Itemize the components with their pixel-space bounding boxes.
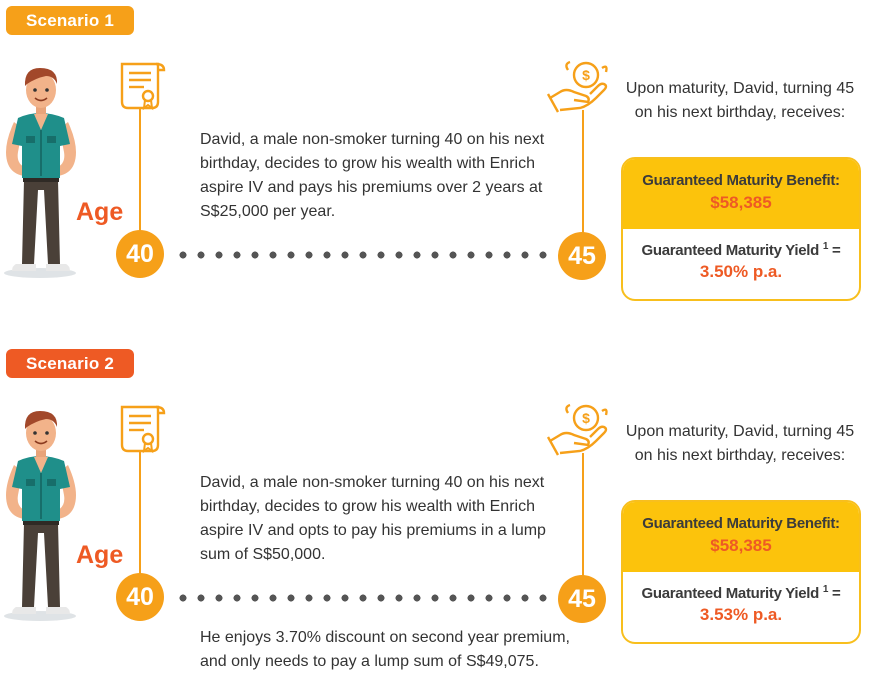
timeline-end-line <box>582 110 584 238</box>
benefit-value: $58,385 <box>710 536 772 555</box>
yield-value: 3.50% p.a. <box>699 262 783 281</box>
yield-label: Guaranteed Maturity Yield <box>641 242 820 259</box>
scenario-badge: Scenario 1 <box>6 6 134 35</box>
timeline-end-line <box>582 453 584 581</box>
policy-document-icon <box>116 401 170 457</box>
person-illustration <box>0 60 90 280</box>
yield-equals: = <box>832 585 841 602</box>
yield-label: Guaranteed Maturity Yield <box>641 585 820 602</box>
scenario-1: Scenario 1 Age 40 45 David, a male non-s… <box>0 6 861 301</box>
maturity-intro: Upon maturity, David, turning 45 on his … <box>625 80 855 121</box>
benefit-label: Guaranteed Maturity Benefit: <box>642 172 840 189</box>
timeline-start-line <box>139 108 141 238</box>
yield-footnote: 1 <box>822 241 829 252</box>
age-label: Age <box>76 198 124 226</box>
scenario-description: David, a male non-smoker turning 40 on h… <box>200 474 546 563</box>
scenario-2: Scenario 2 Age 40 45 David, a male non-s… <box>0 343 869 692</box>
benefit-label: Guaranteed Maturity Benefit: <box>642 515 840 532</box>
yield-footnote: 1 <box>822 584 829 595</box>
scenario-badge: Scenario 2 <box>6 349 134 378</box>
money-hand-icon <box>546 401 612 459</box>
person-illustration <box>0 403 90 623</box>
money-hand-icon <box>546 58 612 116</box>
maturity-result-box: Guaranteed Maturity Benefit: $58,385 Gua… <box>621 500 861 644</box>
age-label: Age <box>76 541 124 569</box>
end-age-circle: 45 <box>558 575 606 623</box>
benefit-panel: Guaranteed Maturity Benefit: $58,385 <box>623 159 859 229</box>
end-age-circle: 45 <box>558 232 606 280</box>
timeline-dots <box>174 251 552 259</box>
maturity-result-box: Guaranteed Maturity Benefit: $58,385 Gua… <box>621 157 861 301</box>
start-age-circle: 40 <box>116 230 164 278</box>
scenario-description: David, a male non-smoker turning 40 on h… <box>200 131 545 220</box>
benefit-panel: Guaranteed Maturity Benefit: $58,385 <box>623 502 859 572</box>
benefit-value: $58,385 <box>710 193 772 212</box>
discount-note: He enjoys 3.70% discount on second year … <box>200 629 570 670</box>
yield-value: 3.53% p.a. <box>699 605 783 624</box>
timeline-start-line <box>139 451 141 581</box>
start-age-circle: 40 <box>116 573 164 621</box>
yield-label-line: Guaranteed Maturity Yield 1 = <box>623 229 859 259</box>
yield-label-line: Guaranteed Maturity Yield 1 = <box>623 572 859 602</box>
timeline-dots <box>174 594 552 602</box>
maturity-intro: Upon maturity, David, turning 45 on his … <box>625 423 855 464</box>
yield-equals: = <box>832 242 841 259</box>
yield-panel: Guaranteed Maturity Yield 1 = 3.50% p.a. <box>623 229 859 282</box>
yield-panel: Guaranteed Maturity Yield 1 = 3.53% p.a. <box>623 572 859 625</box>
policy-document-icon <box>116 58 170 114</box>
